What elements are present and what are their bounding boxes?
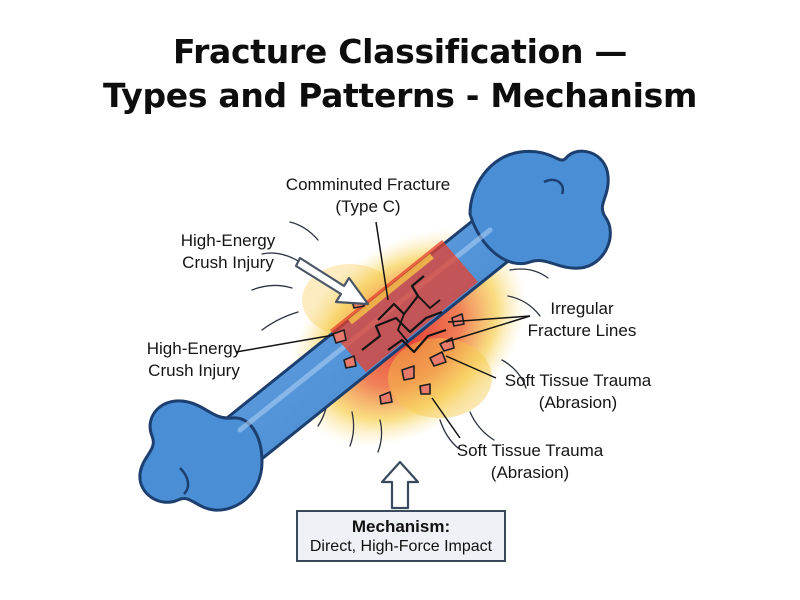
force-up-arrow-icon (380, 460, 420, 510)
leader-lines (235, 221, 531, 439)
label-irregular-fracture-lines: Irregular Fracture Lines (528, 299, 637, 340)
label-comminuted-line-1: Comminuted Fracture (286, 175, 450, 194)
label-tissue-lower-line-1: Soft Tissue Trauma (457, 441, 604, 460)
mechanism-title: Mechanism: (351, 517, 451, 536)
mechanism-box: Mechanism: Direct, High-Force Impact (296, 510, 506, 562)
label-irregular-line-1: Irregular (550, 299, 614, 318)
page-title: Fracture Classification — Types and Patt… (0, 30, 800, 118)
label-tissue-lower-line-2: (Abrasion) (491, 463, 569, 482)
title-line-1: Fracture Classification — (172, 32, 628, 71)
label-crush-upper-line-2: Crush Injury (182, 253, 274, 272)
label-tissue-upper-line-2: (Abrasion) (539, 393, 617, 412)
label-soft-tissue-lower: Soft Tissue Trauma (Abrasion) (457, 441, 604, 482)
impact-arrow-icon (294, 256, 370, 306)
label-crush-injury-upper: High-Energy Crush Injury (181, 231, 276, 272)
label-crush-injury-lower: High-Energy Crush Injury (147, 339, 242, 380)
label-crush-upper-line-1: High-Energy (181, 231, 276, 250)
label-irregular-line-2: Fracture Lines (528, 321, 637, 340)
label-soft-tissue-upper: Soft Tissue Trauma (Abrasion) (505, 371, 652, 412)
label-comminuted-line-2: (Type C) (335, 197, 400, 216)
label-crush-lower-line-1: High-Energy (147, 339, 242, 358)
label-tissue-upper-line-1: Soft Tissue Trauma (505, 371, 652, 390)
label-comminuted-fracture: Comminuted Fracture (Type C) (286, 175, 450, 216)
title-line-2: Types and Patterns - Mechanism (102, 76, 698, 115)
mechanism-text: Direct, High-Force Impact (309, 538, 493, 555)
label-crush-lower-line-2: Crush Injury (148, 361, 240, 380)
fracture-site (330, 240, 478, 372)
